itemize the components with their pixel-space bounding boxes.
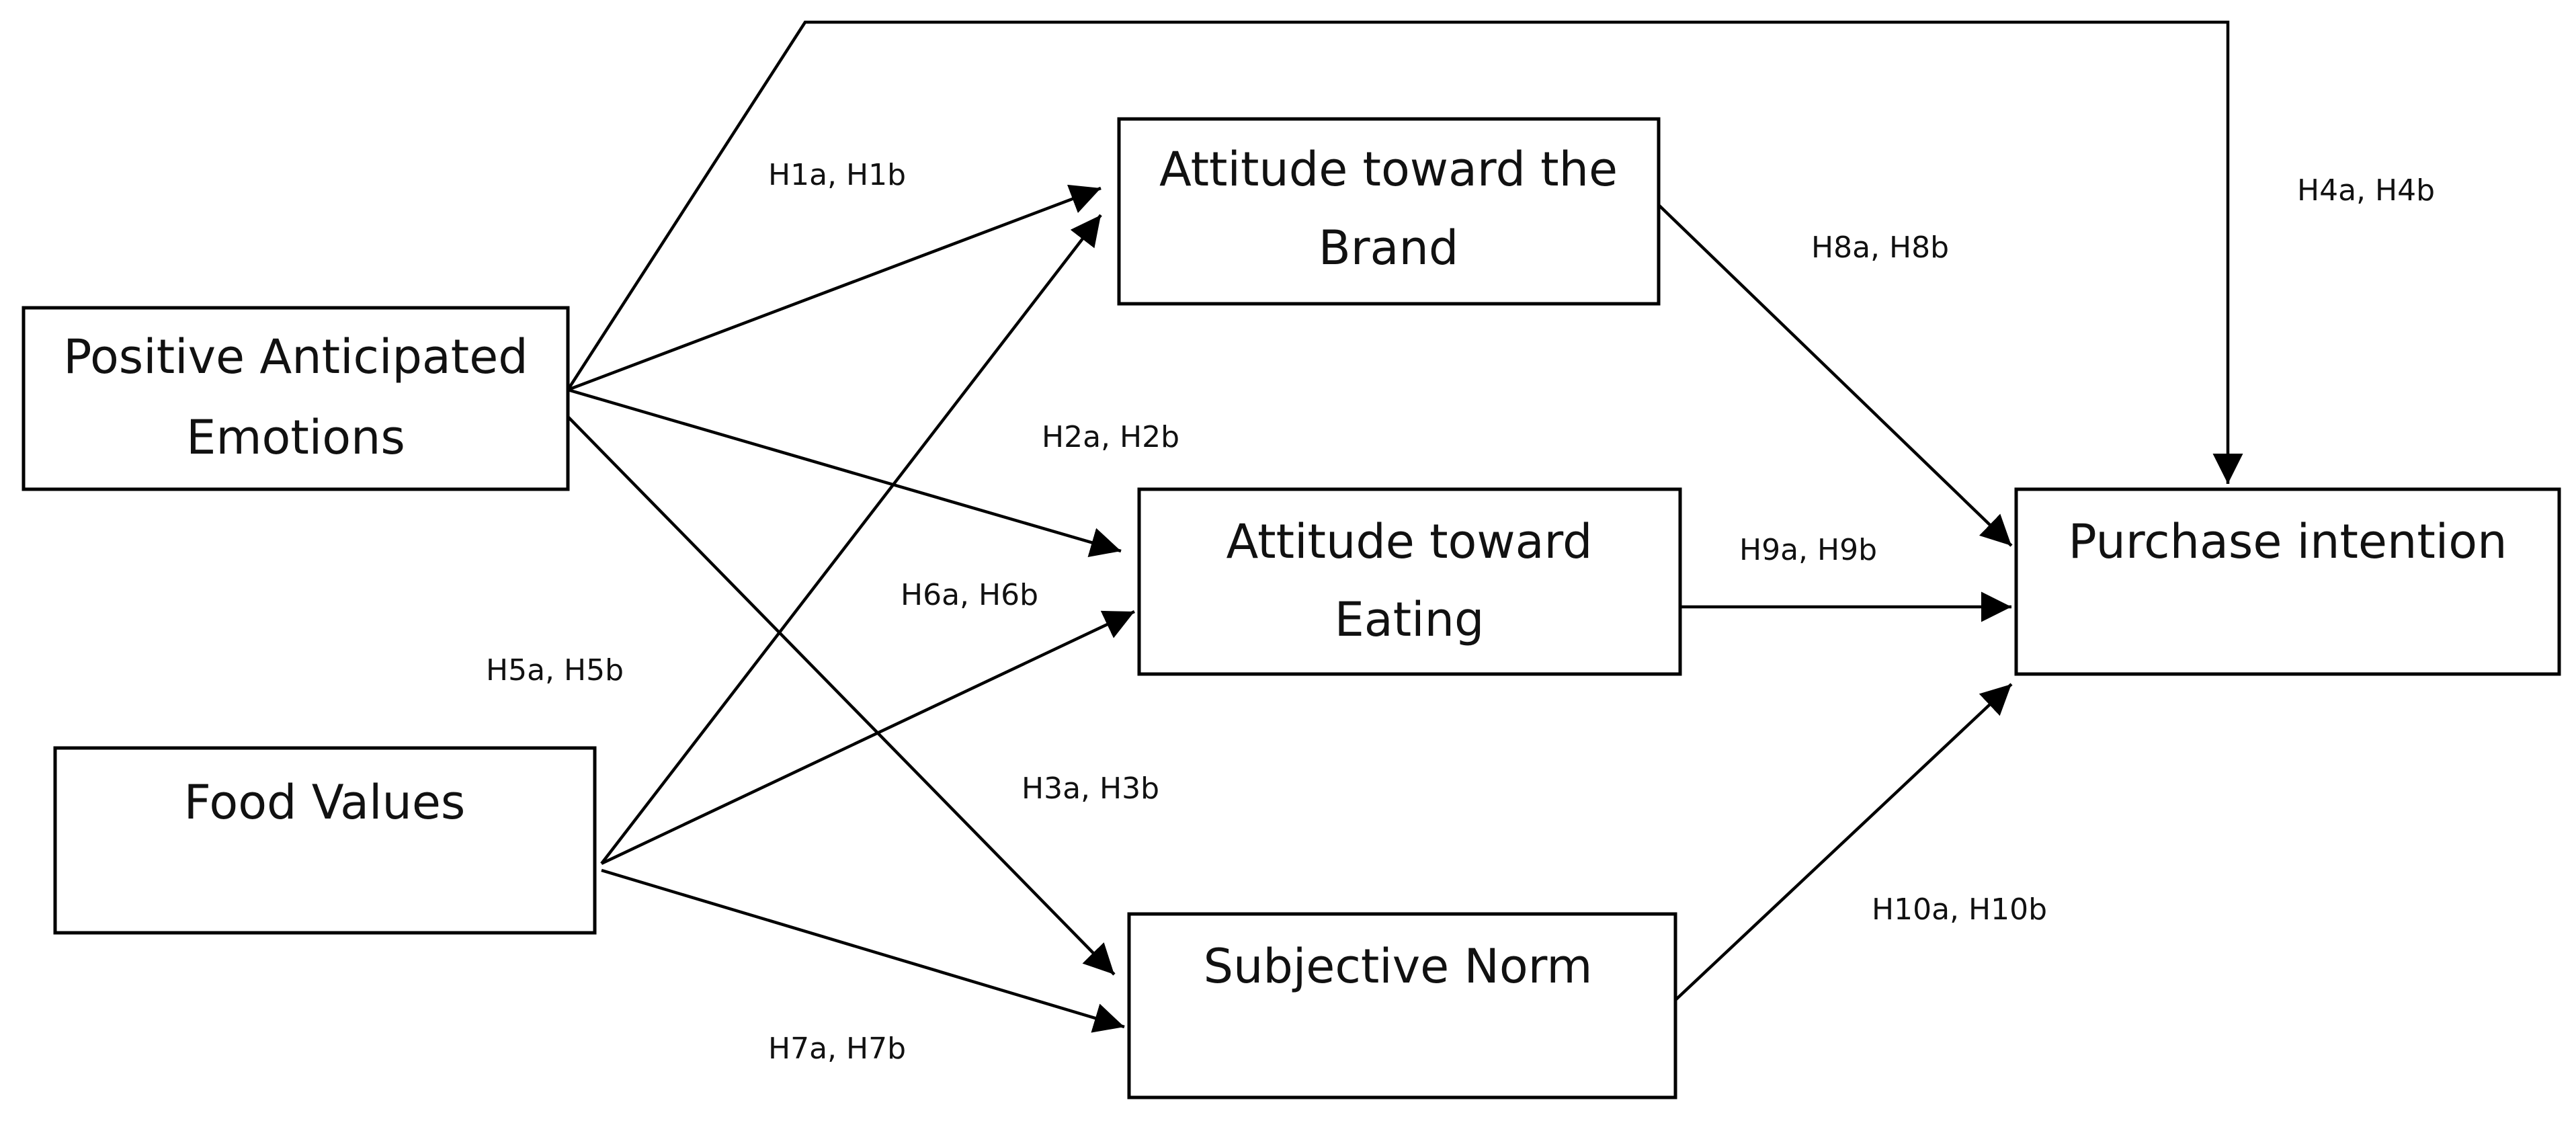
node-food-values-box: [53, 746, 597, 935]
edge-food-to-att-eating: [601, 610, 1135, 866]
node-emotions: Positive Anticipated Emotions: [22, 306, 570, 491]
edge-emotions-to-att-brand: [567, 184, 1102, 392]
edges: [567, 20, 2243, 1033]
node-att-brand-box: [1117, 117, 1661, 306]
edge-food-to-att-brand: [600, 214, 1102, 865]
edge-att-brand-to-purchase: [1657, 204, 2013, 547]
edge-emotions-to-subj-norm: [567, 415, 1116, 976]
node-att-eating: Attitude toward Eating: [1137, 487, 1682, 676]
node-att-eating-label-line1: Attitude toward: [1227, 514, 1593, 569]
node-subj-norm-box: [1127, 912, 1677, 1099]
node-att-brand-label-line2: Brand: [1319, 220, 1459, 276]
label-h1: H1a, H1b: [768, 158, 906, 192]
hypothesis-labels: H1a, H1b H2a, H2b H3a, H3b H4a, H4b H5a,…: [486, 158, 2435, 1066]
label-h8: H8a, H8b: [1811, 231, 1949, 265]
node-att-eating-label-line2: Eating: [1335, 592, 1485, 647]
label-h7: H7a, H7b: [768, 1032, 906, 1066]
label-h6: H6a, H6b: [901, 578, 1038, 612]
label-h10: H10a, H10b: [1872, 892, 2047, 927]
node-purchase-box: [2014, 487, 2561, 676]
node-subj-norm: Subjective Norm: [1127, 912, 1677, 1099]
node-emotions-box: [22, 306, 570, 491]
node-purchase-label: Purchase intention: [2069, 514, 2507, 569]
node-food-values: Food Values: [53, 746, 597, 935]
node-emotions-label-line2: Emotions: [186, 410, 405, 465]
node-emotions-label-line1: Positive Anticipated: [63, 329, 528, 384]
label-h2: H2a, H2b: [1042, 420, 1179, 454]
edge-emotions-to-purchase: [567, 20, 2243, 484]
edge-subj-norm-to-purchase: [1674, 683, 2013, 1001]
edge-emotions-to-att-eating: [567, 388, 1122, 558]
label-h9: H9a, H9b: [1739, 533, 1877, 567]
node-purchase: Purchase intention: [2014, 487, 2561, 676]
label-h3: H3a, H3b: [1022, 772, 1159, 806]
node-att-brand-label-line1: Attitude toward the: [1159, 142, 1618, 197]
node-food-values-label: Food Values: [184, 775, 466, 830]
node-att-eating-box: [1137, 487, 1682, 676]
node-subj-norm-label: Subjective Norm: [1204, 939, 1593, 994]
label-h5: H5a, H5b: [486, 653, 624, 688]
node-att-brand: Attitude toward the Brand: [1117, 117, 1661, 306]
edge-food-to-subj-norm: [601, 868, 1125, 1033]
label-h4: H4a, H4b: [2297, 173, 2435, 208]
